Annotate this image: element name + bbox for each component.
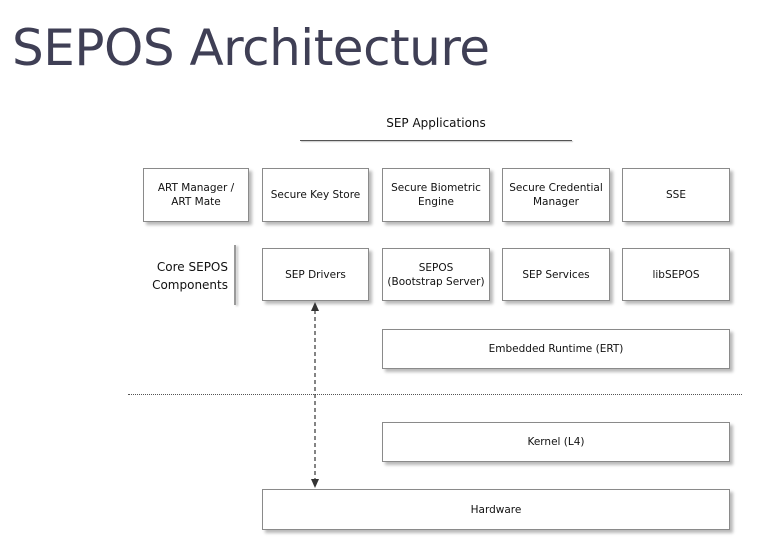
hardware-label: Hardware <box>470 503 522 516</box>
embedded-runtime-label: Embedded Runtime (ERT) <box>488 343 624 355</box>
core-sep-services-box: SEP Services <box>502 248 610 301</box>
app-secure-biometric-engine-box: Secure Biometric Engine <box>382 168 490 222</box>
app-secure-credential-manager-box: Secure Credential Manager <box>502 168 610 222</box>
page-title: SEPOS Architecture <box>12 19 490 77</box>
app-art-manager-label: ART Manager / ART Mate <box>157 182 235 208</box>
sep-applications-underline <box>300 140 572 141</box>
core-libsepos-label: libSEPOS <box>652 268 700 281</box>
core-sepos-bootstrap-server-box: SEPOS (Bootstrap Server) <box>382 248 490 301</box>
kernel-box: Kernel (L4) <box>382 422 730 462</box>
app-secure-credential-manager-label: Secure Credential Manager <box>509 182 603 208</box>
kernel-label: Kernel (L4) <box>527 436 585 448</box>
app-secure-biometric-engine-label: Secure Biometric Engine <box>391 182 481 208</box>
core-sepos-components-label: Core SEPOS Components <box>152 260 228 292</box>
core-sep-services-label: SEP Services <box>522 268 590 281</box>
app-art-manager-box: ART Manager / ART Mate <box>143 168 249 222</box>
core-sepos-bootstrap-server-label: SEPOS (Bootstrap Server) <box>387 261 485 288</box>
privilege-boundary-dotted-line <box>128 394 742 395</box>
core-sep-drivers-label: SEP Drivers <box>285 268 346 281</box>
embedded-runtime-box: Embedded Runtime (ERT) <box>382 329 730 369</box>
core-libsepos-box: libSEPOS <box>622 248 730 301</box>
app-sse-label: SSE <box>666 189 686 201</box>
hardware-box: Hardware <box>262 489 730 530</box>
sep-applications-heading: SEP Applications <box>386 116 486 130</box>
drivers-hardware-dashed-arrow <box>311 302 319 488</box>
core-sepos-bracket <box>234 245 236 305</box>
app-sse-box: SSE <box>622 168 730 222</box>
core-sep-drivers-box: SEP Drivers <box>262 248 369 301</box>
app-secure-key-store-box: Secure Key Store <box>262 168 369 222</box>
app-secure-key-store-label: Secure Key Store <box>270 189 361 201</box>
